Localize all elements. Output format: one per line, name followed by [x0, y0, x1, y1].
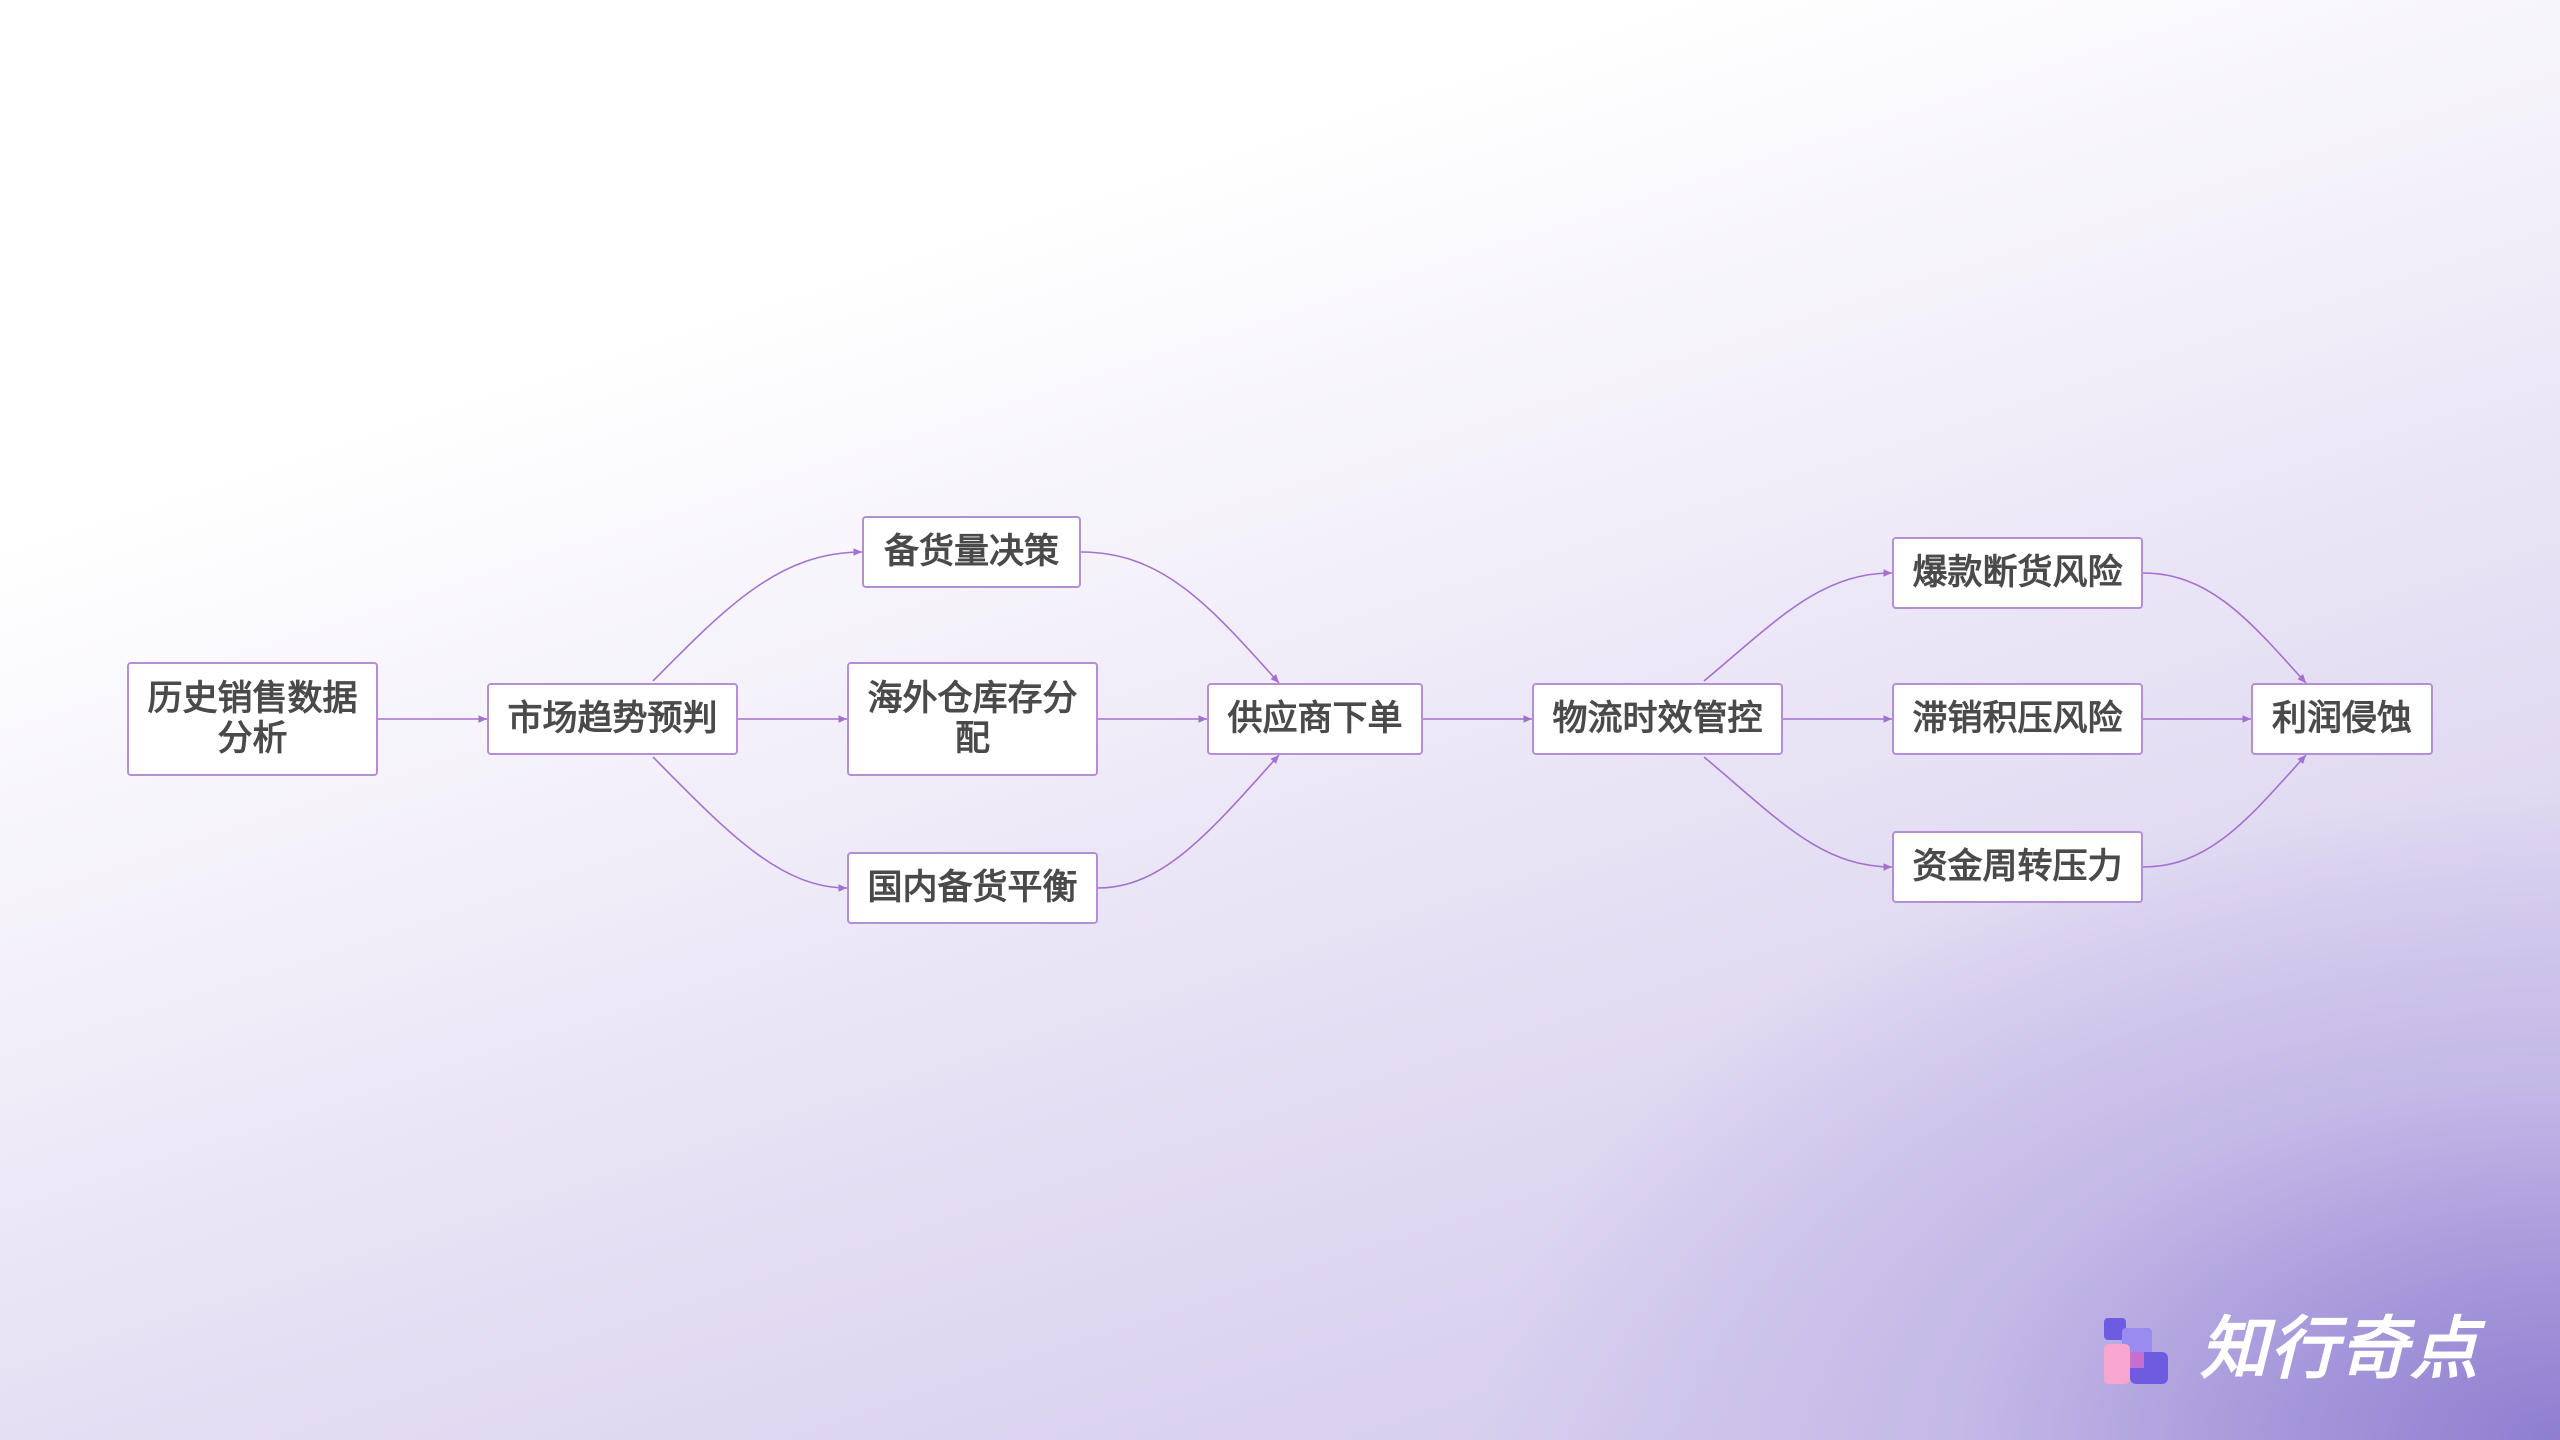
node-label: 滞销积压风险 — [1912, 699, 2123, 739]
node-domestic-stock-balance: 国内备货平衡 — [847, 852, 1098, 924]
brand-name: 知行奇点 — [2200, 1310, 2481, 1389]
edge-stock-decision-supplier — [1080, 551, 1280, 684]
node-label: 国内备货平衡 — [867, 868, 1078, 908]
node-overstock-risk: 滞销积压风险 — [1892, 683, 2143, 755]
brand-mark-icon — [2104, 1318, 2168, 1384]
node-stockout-risk: 爆款断货风险 — [1892, 537, 2143, 609]
node-label: 备货量决策 — [883, 532, 1059, 572]
edge-stockout-profit — [2142, 572, 2307, 684]
node-label: 海外仓库存分配 — [867, 679, 1078, 759]
brand-logo: 知行奇点 — [2100, 1310, 2520, 1390]
edge-trend-stock-decision — [652, 548, 863, 682]
node-label: 利润侵蚀 — [2271, 699, 2412, 739]
edge-trend-domestic-balance — [652, 756, 848, 892]
edge-cashflow-profit — [2142, 754, 2307, 868]
node-label: 爆款断货风险 — [1912, 553, 2123, 593]
node-history-sales-analysis: 历史销售数据分析 — [127, 662, 378, 776]
edge-domestic-balance-supplier — [1097, 754, 1280, 889]
node-profit-erosion: 利润侵蚀 — [2251, 683, 2433, 755]
edge-logistics-stockout — [1703, 569, 1893, 682]
node-stock-quantity-decision: 备货量决策 — [862, 516, 1081, 588]
node-label: 历史销售数据分析 — [147, 679, 358, 759]
edge-logistics-cashflow — [1703, 756, 1893, 871]
node-supplier-order: 供应商下单 — [1207, 683, 1423, 755]
node-label: 资金周转压力 — [1912, 847, 2123, 887]
node-label: 市场趋势预判 — [507, 699, 718, 739]
node-overseas-warehouse-allocation: 海外仓库存分配 — [847, 662, 1098, 776]
node-logistics-timeliness: 物流时效管控 — [1532, 683, 1783, 755]
node-cashflow-pressure: 资金周转压力 — [1892, 831, 2143, 903]
node-market-trend-forecast: 市场趋势预判 — [487, 683, 738, 755]
node-label: 物流时效管控 — [1552, 699, 1763, 739]
node-label: 供应商下单 — [1227, 699, 1403, 739]
